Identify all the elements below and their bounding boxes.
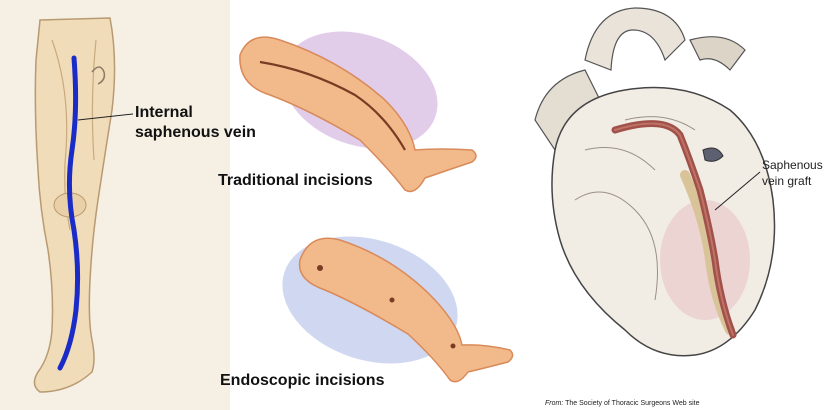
source-text: The Society of Thoracic Surgeons Web sit…	[563, 400, 699, 407]
endoscopic-incisions-label: Endoscopic incisions	[220, 372, 384, 390]
incisions-illustration	[210, 0, 540, 410]
traditional-incisions-label: Traditional incisions	[218, 172, 373, 190]
vein-label-line1: Internal	[135, 104, 193, 122]
leg-drawing	[0, 0, 230, 410]
heart-drawing	[515, 0, 828, 410]
source-prefix: From:	[545, 400, 563, 407]
graft-label-line2: vein graft	[762, 174, 811, 188]
graft-label-line1: Saphenous	[762, 158, 823, 172]
source-credit: From: The Society of Thoracic Surgeons W…	[545, 400, 699, 407]
leg-anatomy-illustration	[0, 0, 230, 410]
incisions-drawing	[210, 0, 540, 410]
endoscopic-incision-2	[390, 298, 395, 303]
vein-label-line2: saphenous vein	[135, 124, 256, 142]
aortic-arch	[585, 8, 685, 70]
heart-graft-illustration	[515, 0, 828, 410]
endoscopic-incision-3	[451, 344, 456, 349]
endoscopic-incision-1	[317, 265, 323, 271]
